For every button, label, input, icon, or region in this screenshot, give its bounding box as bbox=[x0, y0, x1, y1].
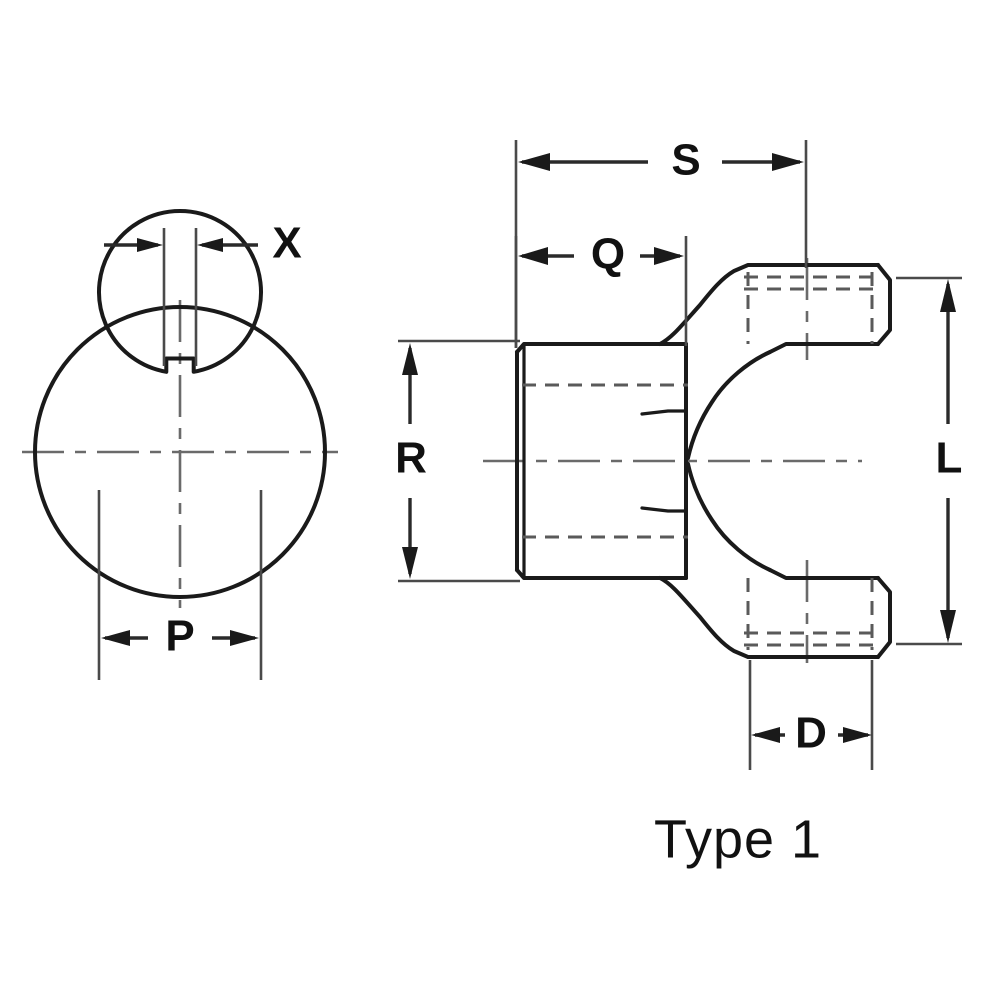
l-arrow-head-top bbox=[940, 279, 956, 312]
l-arrow-head-bottom bbox=[940, 610, 956, 643]
d-arrow-head-right bbox=[843, 727, 872, 743]
hub-internal-step-lower bbox=[640, 506, 688, 513]
dimension-label-l: L bbox=[936, 434, 963, 483]
lower-arm-topside bbox=[768, 568, 880, 580]
end-view-group: X P bbox=[22, 209, 338, 680]
x-arrow-head-left bbox=[137, 238, 163, 252]
dimension-label-s: S bbox=[671, 136, 700, 185]
x-arrow-head-right bbox=[197, 238, 223, 252]
dimension-label-d: D bbox=[795, 709, 827, 758]
hub-bottom-left-chamfer bbox=[515, 568, 662, 580]
lower-arm-outer-contour bbox=[658, 576, 880, 659]
p-arrow-head-left bbox=[101, 630, 130, 646]
upper-arm-inner-fillet bbox=[686, 350, 772, 460]
dimension-label-r: R bbox=[395, 434, 427, 483]
figure-caption: Type 1 bbox=[654, 809, 822, 869]
upper-arm-outer-contour bbox=[658, 263, 880, 346]
hub-internal-step-upper bbox=[640, 409, 688, 416]
dimension-label-q: Q bbox=[591, 230, 625, 279]
side-view-group: S Q R L bbox=[395, 136, 962, 770]
upper-arm-underside bbox=[768, 342, 880, 354]
q-arrow-head-right bbox=[654, 247, 684, 265]
r-arrow-head-bottom bbox=[402, 547, 418, 579]
dimension-label-x: X bbox=[272, 219, 301, 268]
hub-top-left-chamfer bbox=[515, 342, 662, 354]
lower-arm-right-end bbox=[876, 576, 892, 659]
r-arrow-head-top bbox=[402, 343, 418, 375]
outer-circle bbox=[33, 305, 327, 599]
q-arrow-head-left bbox=[518, 247, 548, 265]
bore-with-keyway bbox=[97, 209, 263, 374]
s-arrow-head-right bbox=[772, 153, 804, 171]
dimension-label-p: P bbox=[165, 612, 194, 661]
upper-arm-right-end bbox=[876, 263, 892, 346]
d-arrow-head-left bbox=[751, 727, 780, 743]
s-arrow-head-left bbox=[518, 153, 550, 171]
p-arrow-head-right bbox=[230, 630, 259, 646]
lower-arm-inner-fillet bbox=[686, 462, 772, 572]
